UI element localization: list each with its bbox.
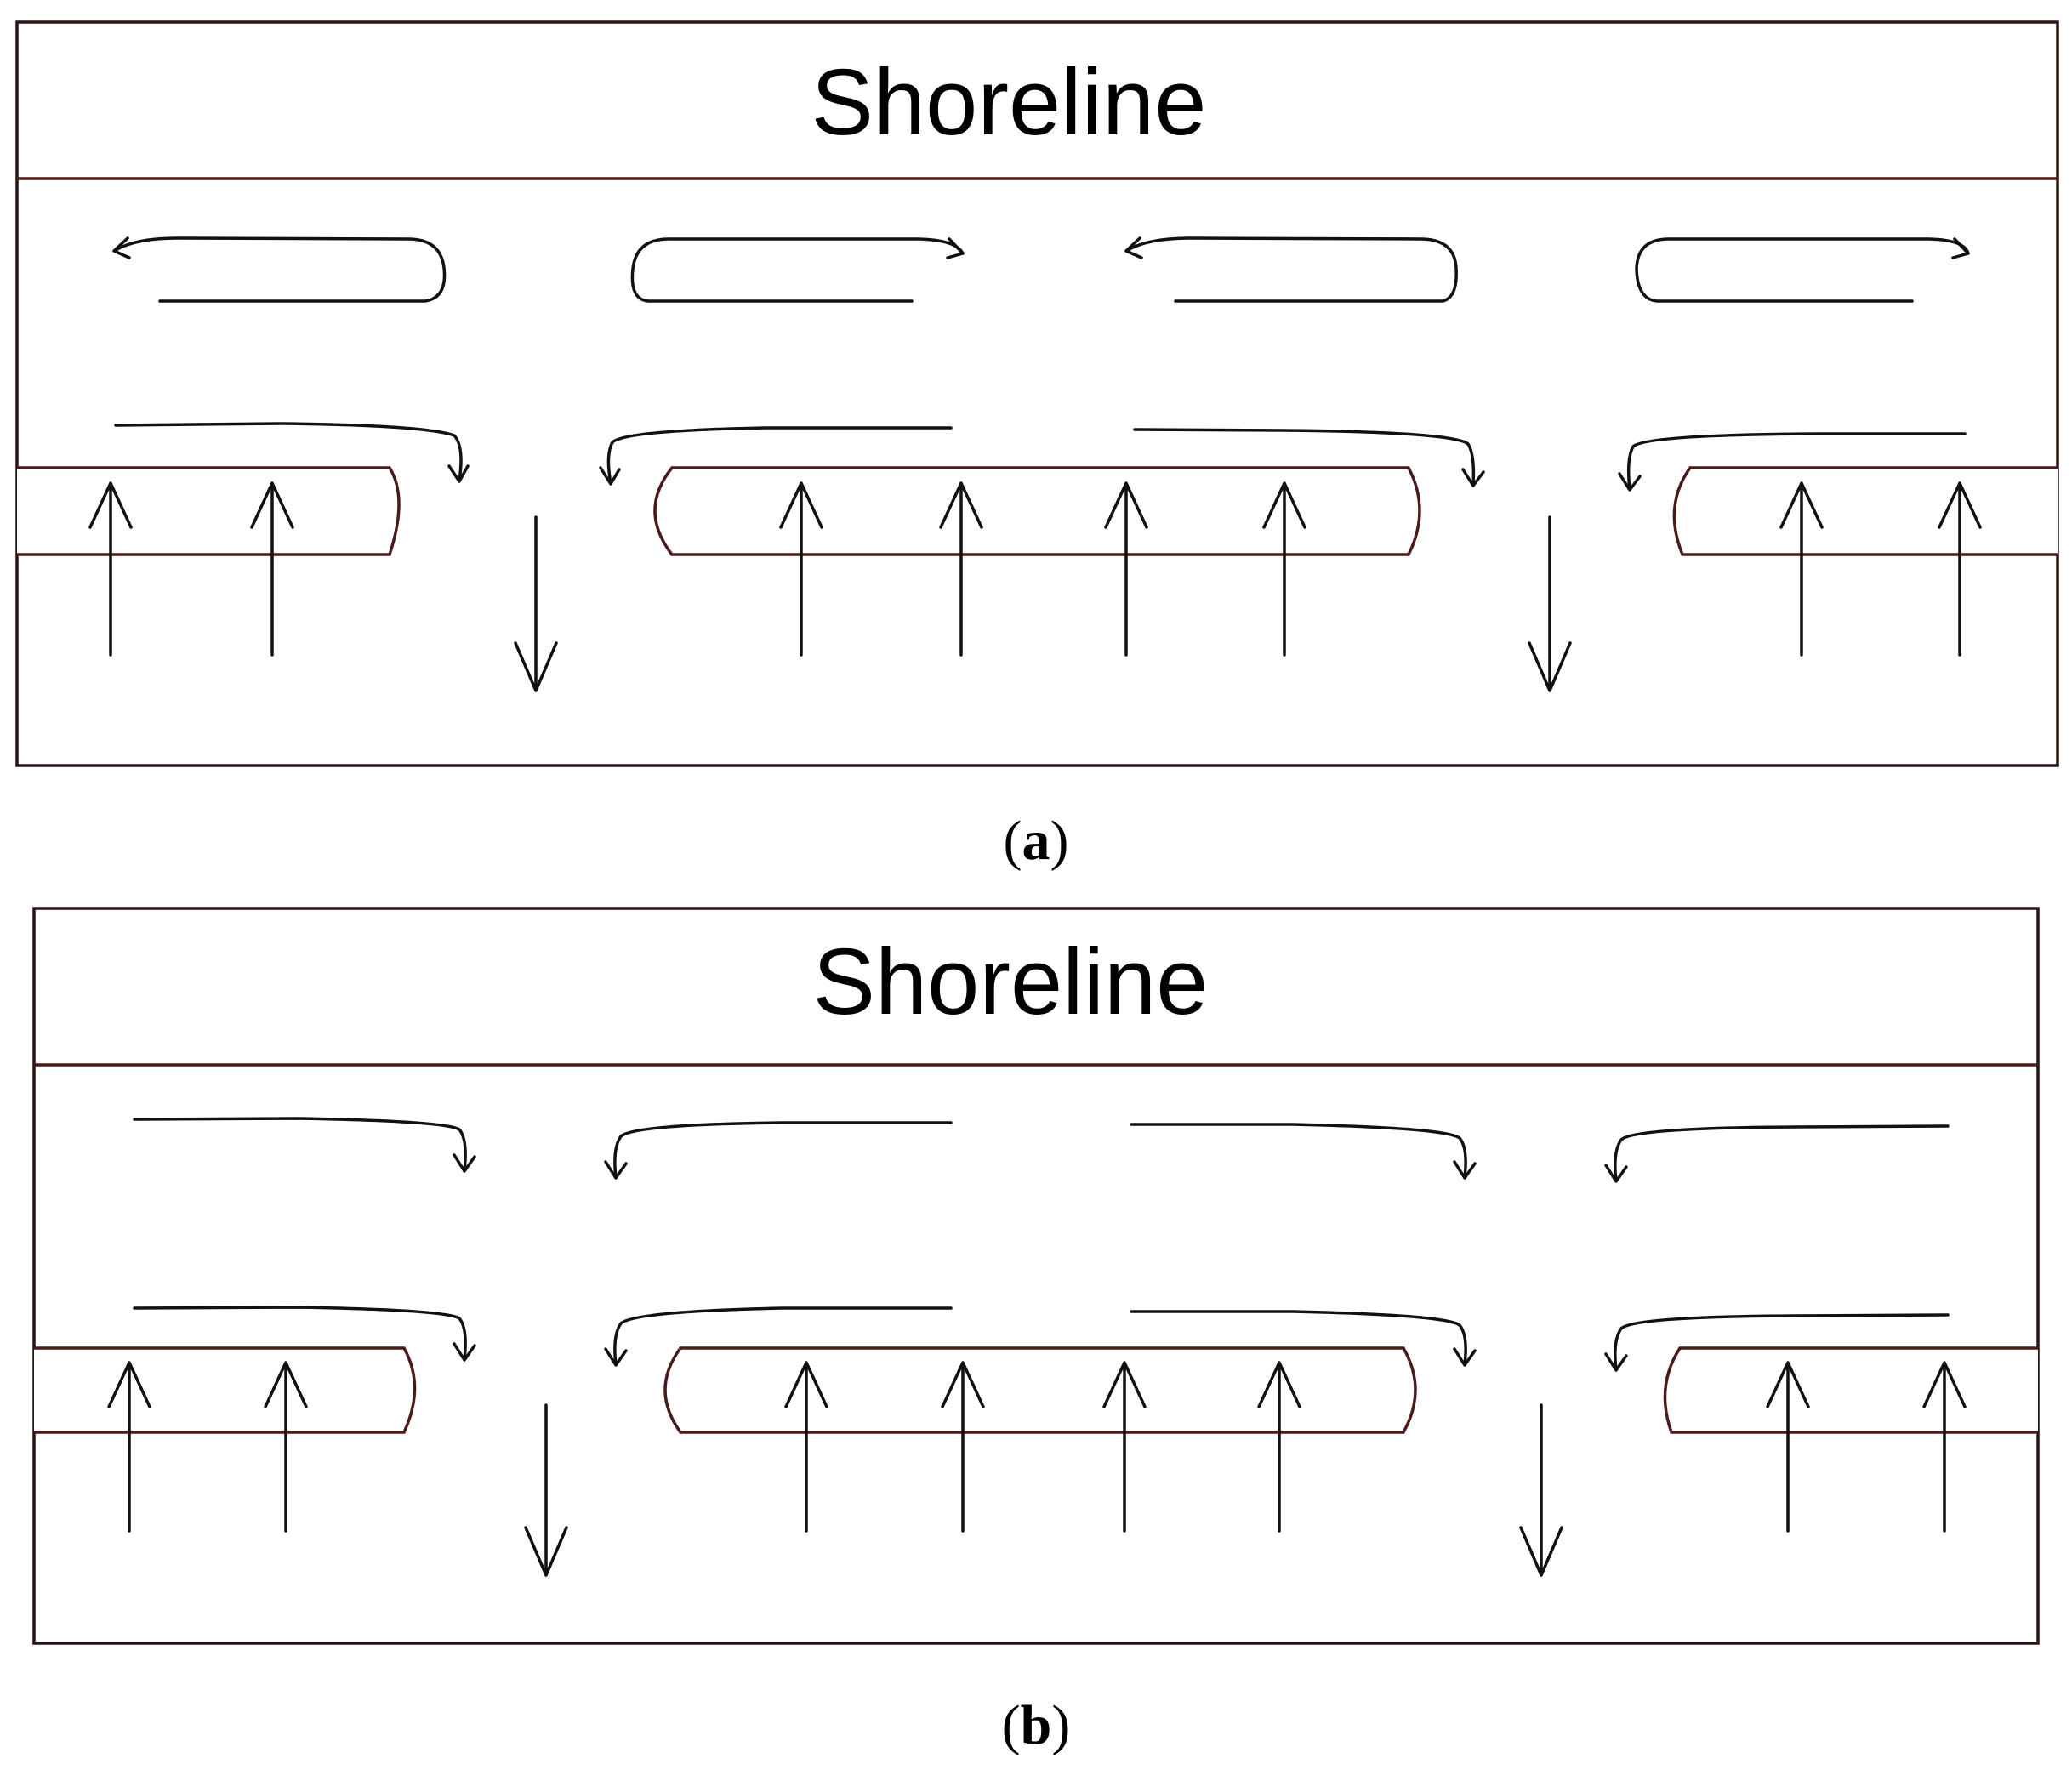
panel-a-frame: [15, 20, 2059, 767]
panel-a-onshore-arrow-7: [1779, 481, 1824, 657]
panel-a-onshore-arrow-2: [250, 481, 294, 657]
panel-a-nearshore-cell-4: [1635, 237, 1970, 303]
panel-a-nearshore-cell-3: [1126, 236, 1458, 303]
panel-b-onshore-arrow-8: [1922, 1361, 1967, 1533]
panel-b-feeder-current-4-arrowhead: [1604, 1352, 1628, 1372]
panel-b-feeder-current-1-arrowhead: [453, 1342, 476, 1362]
panel-b-sandbar-right: [1663, 1346, 2038, 1434]
panel-b-nearshore-current-1-arrowhead: [453, 1153, 476, 1173]
panel-b-frame: [32, 907, 2040, 1645]
panel-b-onshore-arrow-3: [784, 1361, 828, 1533]
panel-a-nearshore-cell-1: [114, 236, 447, 303]
panel-a-feeder-current-4-arrowhead: [1618, 472, 1642, 492]
panel-b-feeder-current-2: [613, 1306, 953, 1366]
panel-b-nearshore-current-4-arrowhead: [1604, 1164, 1628, 1183]
panel-a-onshore-arrow-8: [1938, 481, 1982, 657]
panel-a-rip-current-arrow-2: [1528, 515, 1572, 692]
panel-b-nearshore-current-3: [1130, 1123, 1467, 1179]
panel-b-nearshore-current-2: [613, 1121, 953, 1179]
panel-a-onshore-arrow-6: [1262, 481, 1306, 657]
panel-b-onshore-arrow-4: [941, 1361, 985, 1533]
panel-b: Shoreline: [32, 907, 2040, 1756]
panel-a-rip-current-arrow-1: [514, 515, 558, 692]
panel-a-feeder-current-2-arrowhead: [599, 466, 621, 486]
panel-a-nearshore-cell-4-arrowhead: [1951, 237, 1970, 259]
panel-b-shoreline-label: Shoreline: [813, 930, 1209, 1034]
panel-b-nearshore-current-3-arrowhead: [1453, 1160, 1477, 1180]
panel-a-onshore-arrow-3: [779, 481, 823, 657]
panel-a-feeder-current-2: [606, 426, 953, 485]
panel-b-onshore-arrow-7: [1766, 1361, 1810, 1533]
panel-a-nearshore-cell-3-arrowhead: [1124, 236, 1143, 259]
panel-a-feeder-current-3-arrowhead: [1461, 468, 1485, 487]
panel-a-shoreline-label: Shoreline: [811, 50, 1207, 155]
panel-b-onshore-arrow-5: [1102, 1361, 1147, 1533]
panel-a: Shoreline: [15, 20, 2059, 872]
panel-a-feeder-current-4: [1626, 432, 1967, 491]
panel-b-sandbar-left: [34, 1346, 417, 1434]
panel-b-nearshore-current-1: [133, 1117, 467, 1172]
panel-b-onshore-arrow-1: [107, 1361, 151, 1533]
panel-b-rip-current-arrow-1: [524, 1403, 568, 1577]
panel-b-onshore-arrow-2: [264, 1361, 308, 1533]
panel-b-onshore-arrows: [107, 1361, 1967, 1533]
panel-a-feeder-current-1: [114, 422, 463, 482]
panel-a-feeder-current-3: [1133, 428, 1476, 487]
panel-a-nearshore-cell-2: [630, 237, 965, 303]
panel-b-feeder-current-4: [1614, 1313, 1950, 1371]
panel-a-onshore-arrow-4: [939, 481, 983, 657]
panel-a-caption: (a): [1004, 810, 1069, 872]
panel-b-feeder-current-3: [1130, 1310, 1467, 1366]
panel-b-caption: (b): [1002, 1694, 1071, 1756]
panel-a-onshore-arrows: [88, 481, 1982, 657]
panel-b-nearshore-current-2-arrowhead: [604, 1160, 628, 1180]
panel-b-sandbar-center: [663, 1346, 1417, 1434]
panel-a-feeder-current-1-arrowhead: [447, 464, 470, 483]
panel-a-onshore-arrow-5: [1104, 481, 1148, 657]
panel-b-nearshore-current-4: [1614, 1124, 1950, 1182]
panel-b-onshore-arrow-6: [1257, 1361, 1301, 1533]
panel-b-feeder-current-2-arrowhead: [604, 1347, 628, 1367]
panel-b-feeder-current-3-arrowhead: [1453, 1347, 1477, 1367]
panel-b-rip-current-arrow-2: [1519, 1403, 1563, 1577]
panel-b-feeder-current-1: [133, 1306, 467, 1361]
panel-a-nearshore-cell-1-arrowhead: [112, 236, 131, 259]
panel-a-sandbar-right: [1672, 466, 2058, 556]
panel-a-sandbar-left: [17, 466, 401, 556]
panel-a-sandbar-center: [653, 466, 1421, 556]
panel-a-nearshore-cell-2-arrowhead: [946, 237, 965, 259]
panel-a-onshore-arrow-1: [88, 481, 133, 657]
